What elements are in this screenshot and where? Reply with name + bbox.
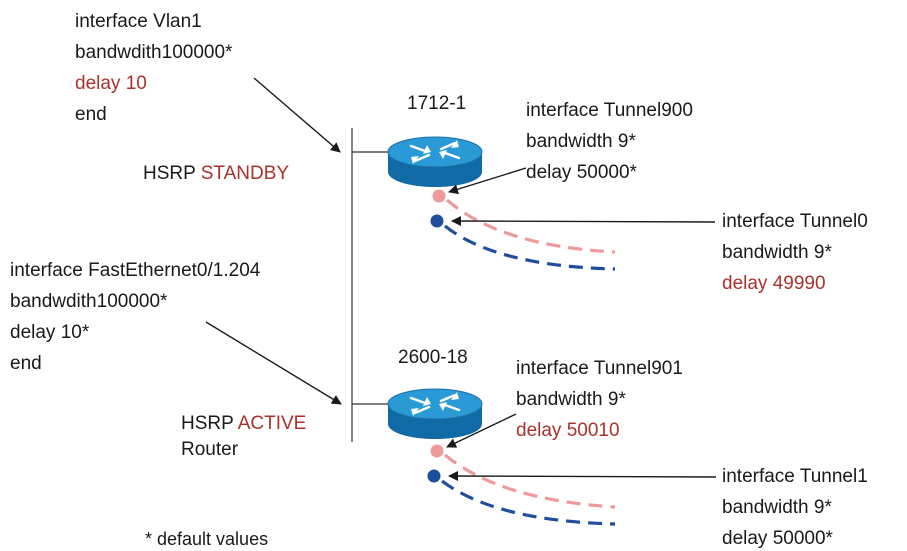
config-line: end: [75, 104, 107, 125]
config-line: delay 50010: [516, 420, 620, 441]
tunnel0-endpoint: [430, 214, 444, 228]
tunnel1-endpoint: [427, 469, 441, 483]
config-line: delay 10*: [10, 322, 90, 343]
config-line: end: [10, 353, 42, 374]
router-icon: [387, 388, 483, 439]
arrow-fastethernet: [205, 321, 342, 405]
tunnel0-path: [444, 224, 616, 271]
tunnel900-endpoint: [432, 189, 446, 203]
tunnel901-endpoint: [430, 444, 444, 458]
tunnel1-path: [441, 479, 616, 526]
hsrp-active-label: HSRP ACTIVE: [181, 412, 306, 436]
hsrp-state: STANDBY: [200, 163, 290, 184]
router-name-bottom: 2600-18: [398, 347, 468, 368]
config-line: interface Vlan1: [75, 11, 202, 32]
config-line: delay 50000*: [526, 162, 637, 183]
arrow-tunnel901: [446, 413, 517, 448]
config-line: bandwidth 9*: [722, 242, 832, 263]
config-line: interface Tunnel901: [516, 358, 683, 379]
footnote: * default values: [145, 529, 269, 549]
config-line: bandwidth 9*: [516, 389, 626, 410]
arrow-tunnel1: [448, 471, 717, 482]
config-line: interface Tunnel900: [526, 100, 693, 121]
arrow-vlan1: [253, 77, 341, 153]
tunnel900-path: [445, 198, 616, 254]
arrow-tunnel900: [448, 167, 527, 195]
hsrp-standby-label: HSRP STANDBY: [143, 162, 289, 186]
config-line: delay 10: [75, 73, 147, 94]
tunnel901-path: [443, 453, 616, 509]
router-icon: [387, 136, 483, 187]
config-line: bandwidth 9*: [526, 131, 636, 152]
config-line: bandwidth 9*: [722, 497, 832, 518]
hsrp-active-suffix: Router: [181, 439, 239, 460]
config-line: delay 49990: [722, 273, 826, 294]
arrow-tunnel0: [451, 216, 716, 227]
router-name-top: 1712-1: [407, 93, 467, 114]
hsrp-prefix: HSRP: [143, 163, 196, 184]
config-line: interface Tunnel1: [722, 466, 868, 487]
config-line: bandwdith100000*: [75, 42, 233, 63]
hsrp-prefix: HSRP: [181, 413, 234, 434]
config-line: delay 50000*: [722, 528, 833, 549]
config-line: interface Tunnel0: [722, 211, 868, 232]
config-line: bandwdith100000*: [10, 291, 168, 312]
hsrp-state: ACTIVE: [237, 413, 307, 434]
config-line: interface FastEthernet0/1.204: [10, 260, 261, 281]
